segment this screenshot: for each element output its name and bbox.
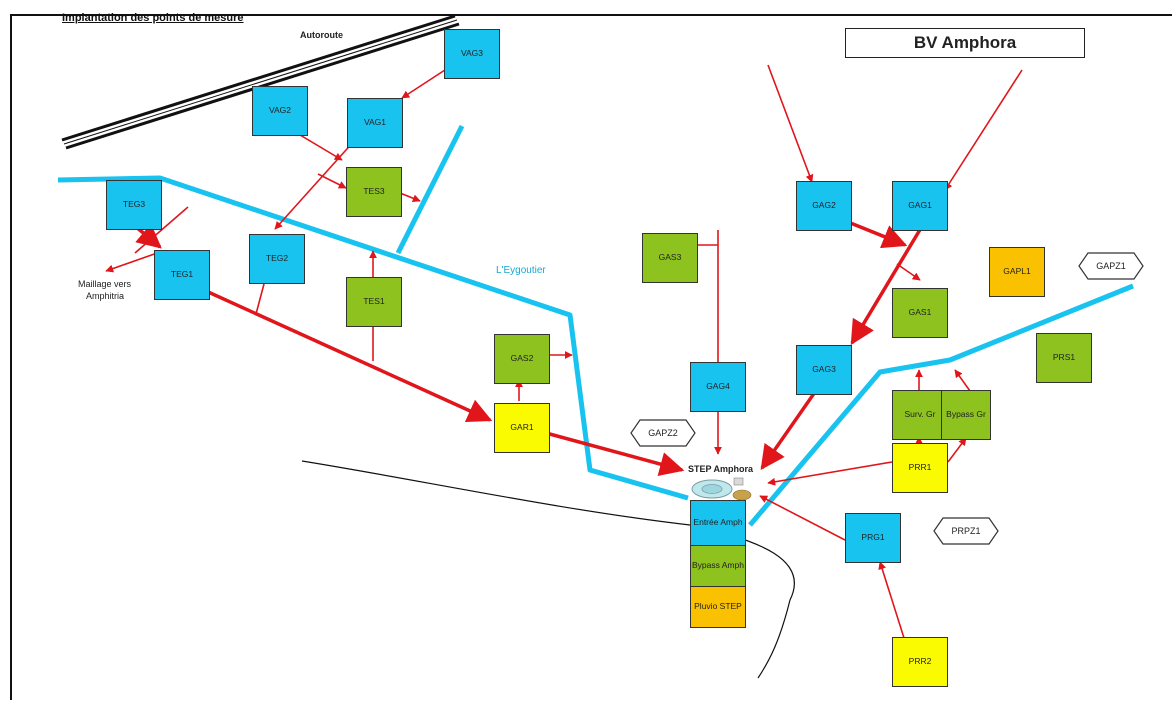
node-gas3[interactable]: GAS3 <box>642 233 698 283</box>
prpz1-label: PRPZ1 <box>951 526 981 536</box>
hexagon-shape <box>1078 252 1144 280</box>
maillage-label-line2: Amphitria <box>86 291 125 301</box>
node-tes1[interactable]: TES1 <box>346 277 402 327</box>
node-teg3[interactable]: TEG3 <box>106 180 162 230</box>
maillage-label-line1: Maillage vers <box>78 279 132 289</box>
node-gas2[interactable]: GAS2 <box>494 334 550 384</box>
node-pluvio-step[interactable]: Pluvio STEP <box>690 586 746 628</box>
node-gag2[interactable]: GAG2 <box>796 181 852 231</box>
node-gag3[interactable]: GAG3 <box>796 345 852 395</box>
node-bypass-amph[interactable]: Bypass Amph <box>690 545 746 587</box>
treatment-plant-icon <box>691 477 752 501</box>
node-entree-amph[interactable]: Entrée Amph <box>690 500 746 546</box>
node-teg1[interactable]: TEG1 <box>154 250 210 300</box>
node-gar1[interactable]: GAR1 <box>494 403 550 453</box>
node-gag4[interactable]: GAG4 <box>690 362 746 412</box>
node-gas1[interactable]: GAS1 <box>892 288 948 338</box>
node-teg2[interactable]: TEG2 <box>249 234 305 284</box>
hexagon-shape <box>933 517 999 545</box>
node-prpz1[interactable]: PRPZ1 <box>933 517 999 545</box>
node-prr1[interactable]: PRR1 <box>892 443 948 493</box>
node-gag1[interactable]: GAG1 <box>892 181 948 231</box>
node-prg1[interactable]: PRG1 <box>845 513 901 563</box>
page-heading: Implantation des points de mesure <box>62 12 244 24</box>
step-amphora-label: STEP Amphora <box>688 464 754 474</box>
node-prr2[interactable]: PRR2 <box>892 637 948 687</box>
node-gapz2[interactable]: GAPZ2 <box>630 419 696 447</box>
node-vag1[interactable]: VAG1 <box>347 98 403 148</box>
river-label: L'Eygoutier <box>496 265 546 276</box>
diagram-title: BV Amphora <box>845 28 1085 58</box>
autoroute-label: Autoroute <box>300 30 343 40</box>
gapz2-label: GAPZ2 <box>648 428 678 438</box>
node-prs1[interactable]: PRS1 <box>1036 333 1092 383</box>
node-gapl1[interactable]: GAPL1 <box>989 247 1045 297</box>
node-bypass-gr[interactable]: Bypass Gr <box>941 390 991 440</box>
node-tes3[interactable]: TES3 <box>346 167 402 217</box>
gapz1-label: GAPZ1 <box>1096 261 1126 271</box>
node-surv-gr[interactable]: Surv. Gr <box>892 390 948 440</box>
page-frame <box>10 14 1172 700</box>
eygoutier-river <box>57 124 1134 527</box>
node-gapz1[interactable]: GAPZ1 <box>1078 252 1144 280</box>
hexagon-shape <box>630 419 696 447</box>
node-vag2[interactable]: VAG2 <box>252 86 308 136</box>
node-vag3[interactable]: VAG3 <box>444 29 500 79</box>
